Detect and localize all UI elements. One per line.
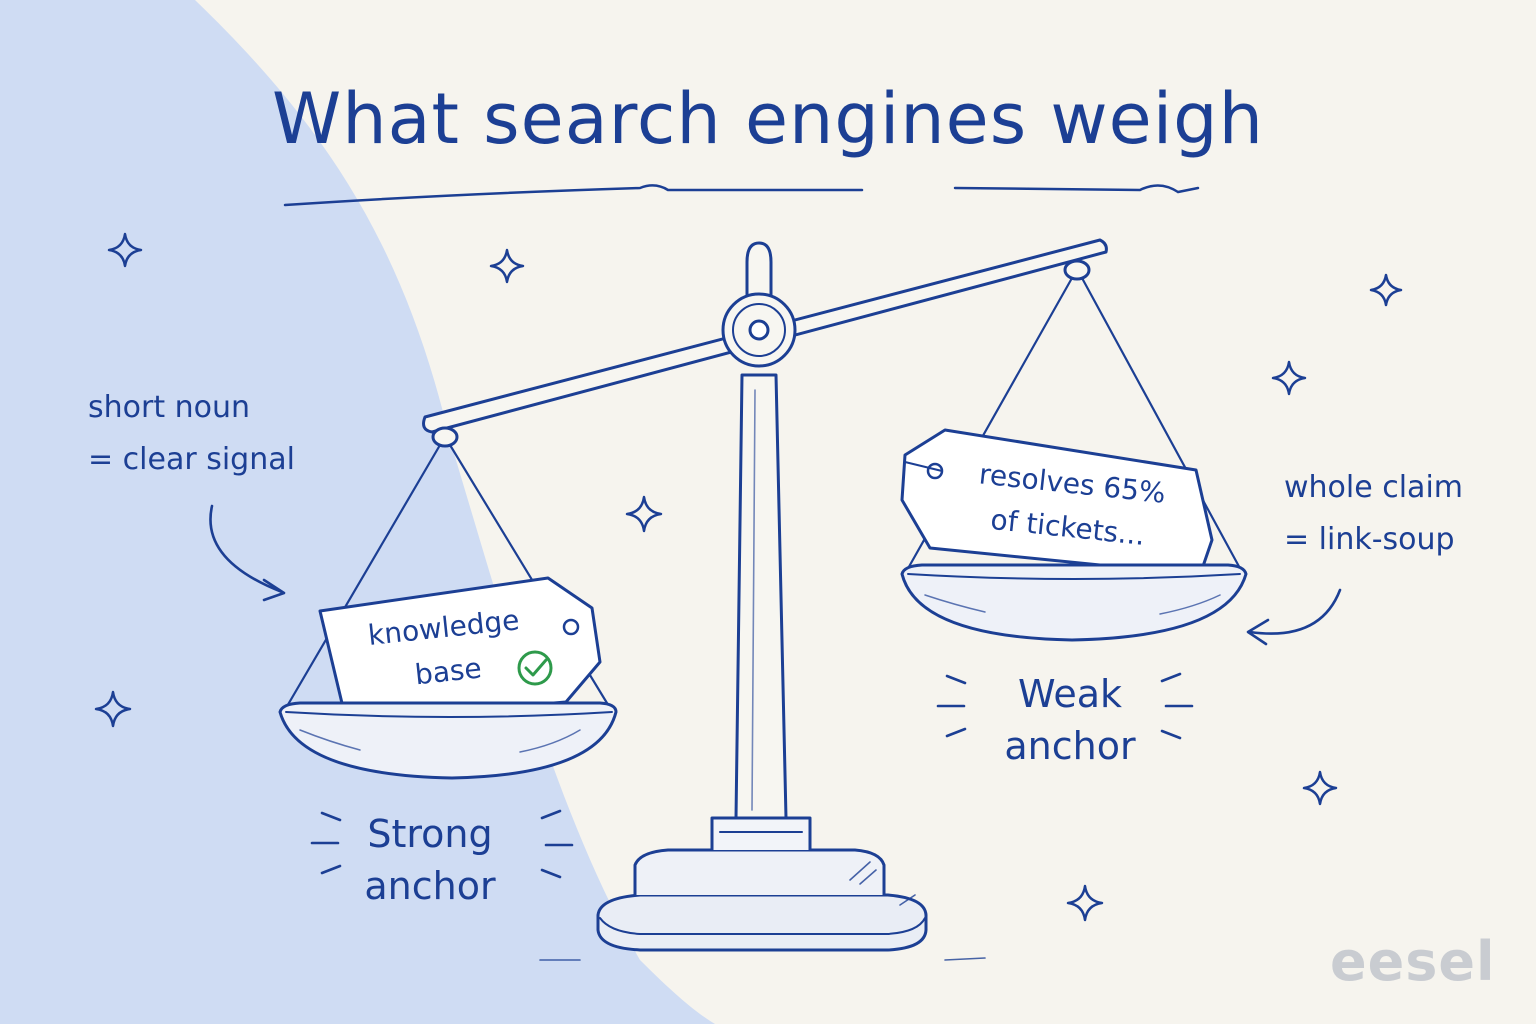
sparkle-icon	[625, 495, 663, 533]
left-note-arrow	[209, 504, 286, 602]
title-underline	[283, 184, 1200, 207]
right-tag	[900, 428, 1214, 577]
page-title: What search engines weigh	[272, 78, 1264, 160]
scale-finial	[745, 241, 773, 300]
left-note: short noun = clear signal	[88, 382, 295, 486]
right-note-arrow	[1246, 588, 1342, 646]
right-note-line-1: whole claim	[1284, 470, 1464, 505]
right-note: whole claim = link-soup	[1284, 462, 1463, 566]
weak-anchor-line-2: anchor	[1004, 724, 1136, 768]
weak-anchor-label: Weak anchor	[975, 668, 1165, 772]
check-circle-icon	[517, 650, 553, 686]
left-note-line-1: short noun	[88, 390, 251, 425]
sparkle-icon	[1302, 770, 1338, 806]
sparkle-icon	[1369, 273, 1403, 307]
left-note-line-2: = clear signal	[88, 442, 295, 477]
weak-anchor-line-1: Weak	[1017, 672, 1123, 716]
strong-anchor-label: Strong anchor	[335, 808, 525, 912]
sparkle-icon	[107, 232, 143, 268]
scale-base	[539, 816, 986, 961]
sparkle-icon	[1271, 360, 1307, 396]
left-pan	[278, 701, 618, 780]
right-pan	[900, 563, 1248, 642]
right-hook	[1063, 259, 1091, 281]
strong-anchor-line-2: anchor	[364, 864, 496, 908]
left-hook	[431, 426, 459, 448]
balance-scale	[278, 238, 1248, 961]
strong-anchor-line-1: Strong	[367, 812, 493, 856]
right-note-line-2: = link-soup	[1284, 522, 1455, 557]
sparkle-icons	[94, 232, 1403, 922]
left-tag-text: knowledge base	[352, 597, 540, 703]
sparkle-icon	[94, 690, 132, 728]
sparkle-icon	[1066, 884, 1104, 922]
emphasis-marks	[310, 672, 1194, 879]
sparkle-icon	[489, 248, 525, 284]
brand-logo: eesel	[1330, 930, 1496, 993]
scale-pillar	[734, 373, 788, 820]
